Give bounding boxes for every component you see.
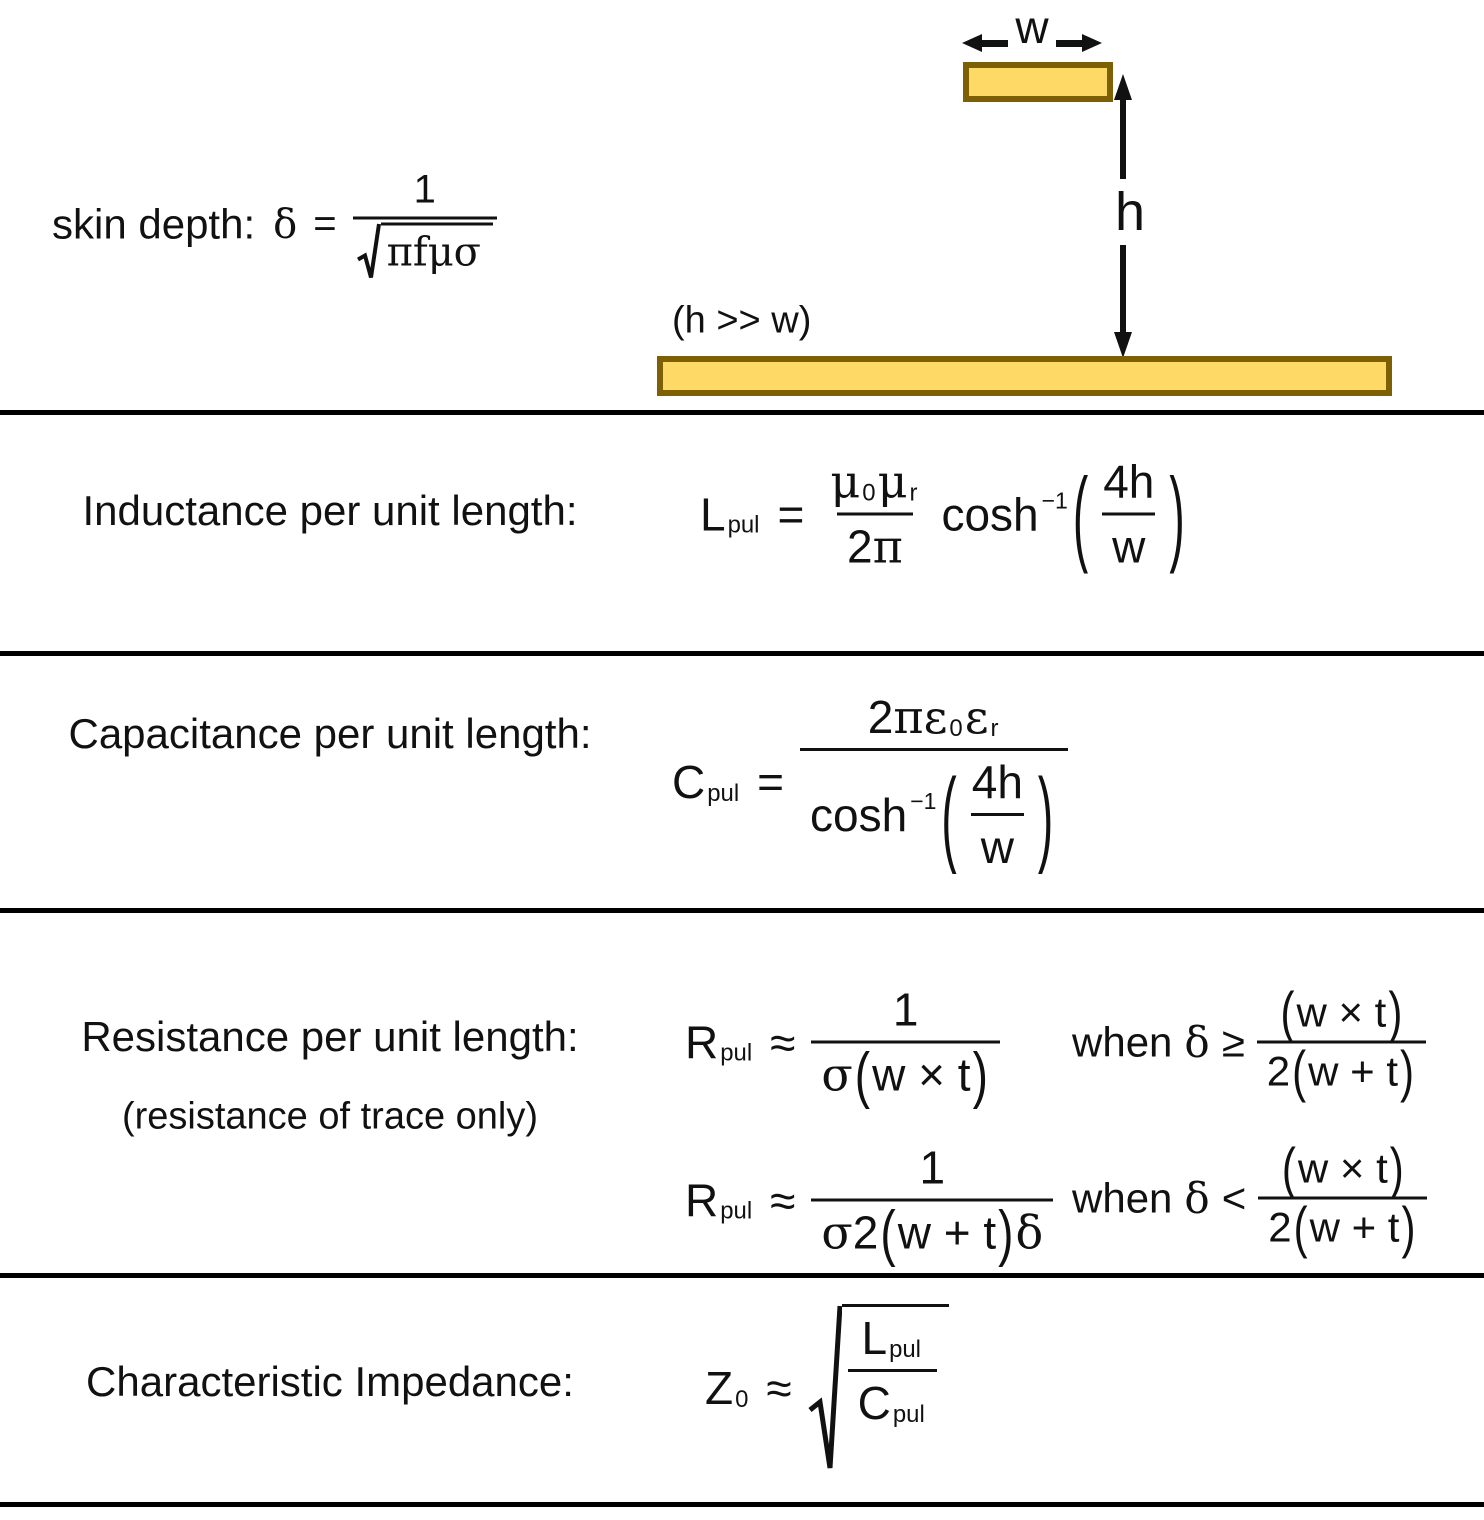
skin-depth-label: skin depth: <box>52 200 256 247</box>
r-symbol: R <box>685 1174 719 1226</box>
approx-sign: ≈ <box>766 1362 792 1414</box>
equals-sign: = <box>313 201 337 246</box>
l-symbol: L <box>700 488 726 540</box>
delta-symbol: δ <box>273 201 298 247</box>
radical-icon <box>357 223 381 281</box>
c-symbol: C <box>672 756 706 808</box>
equals-sign: = <box>757 756 785 808</box>
section-divider <box>0 410 1484 415</box>
approx-sign: ≈ <box>770 1174 796 1226</box>
resistance-fraction: 1 σ(w × t) <box>811 983 1000 1110</box>
width-arrow-right-icon <box>1056 34 1102 52</box>
comparison-sign: ≥ <box>1221 1018 1245 1065</box>
close-paren: ) <box>1169 454 1185 574</box>
open-paren: ( <box>941 754 957 875</box>
cosh-function: cosh <box>941 488 1039 540</box>
equals-sign: = <box>777 488 805 540</box>
capacitance-label: Capacitance per unit length: <box>68 710 592 757</box>
square-root: πfμσ <box>357 222 493 281</box>
condition-fraction: (w × t) 2(w + t) <box>1258 1136 1428 1259</box>
skin-depth-formula: δ = 1 πfμσ <box>273 168 497 281</box>
radical-icon <box>808 1304 842 1472</box>
r-symbol: R <box>685 1016 719 1068</box>
approx-sign: ≈ <box>770 1016 796 1068</box>
numerator: 1 <box>413 167 436 212</box>
radicand: πfμσ <box>380 222 493 276</box>
hw-condition-note: (h >> w) <box>672 299 812 342</box>
condition-fraction: (w × t) 2(w + t) <box>1256 980 1426 1103</box>
skin-depth-fraction: 1 πfμσ <box>352 167 497 281</box>
resistance-sublabel: (resistance of trace only) <box>121 1095 539 1138</box>
width-label: w <box>1015 1 1049 53</box>
trace-rect <box>963 62 1113 102</box>
comparison-sign: < <box>1221 1174 1247 1221</box>
resistance-condition-2: when δ < (w × t) 2(w + t) <box>1072 1136 1428 1259</box>
ground-plane-rect <box>657 356 1392 396</box>
impedance-label: Characteristic Impedance: <box>86 1358 574 1405</box>
4h-over-w-fraction: 4h w <box>1102 455 1156 573</box>
delta-symbol: δ <box>1184 1017 1210 1067</box>
delta-symbol: δ <box>1184 1173 1210 1223</box>
width-arrow-left-icon <box>962 34 1008 52</box>
section-divider <box>0 651 1484 656</box>
inductance-label: Inductance per unit length: <box>82 487 578 534</box>
skin-depth-row: skin depth: δ = 1 πfμσ <box>52 168 497 281</box>
section-divider <box>0 908 1484 913</box>
section-divider <box>0 1273 1484 1278</box>
resistance-condition-1: when δ ≥ (w × t) 2(w + t) <box>1072 980 1426 1103</box>
resistance-label: Resistance per unit length: <box>81 1013 579 1060</box>
close-paren: ) <box>1037 754 1054 875</box>
open-paren: ( <box>1072 454 1089 574</box>
cosh-function: cosh <box>810 788 908 841</box>
z-symbol: Z <box>705 1362 734 1414</box>
height-label: h <box>1090 179 1170 245</box>
4h-over-w-fraction: 4h w <box>970 756 1024 873</box>
section-divider <box>0 1502 1484 1507</box>
